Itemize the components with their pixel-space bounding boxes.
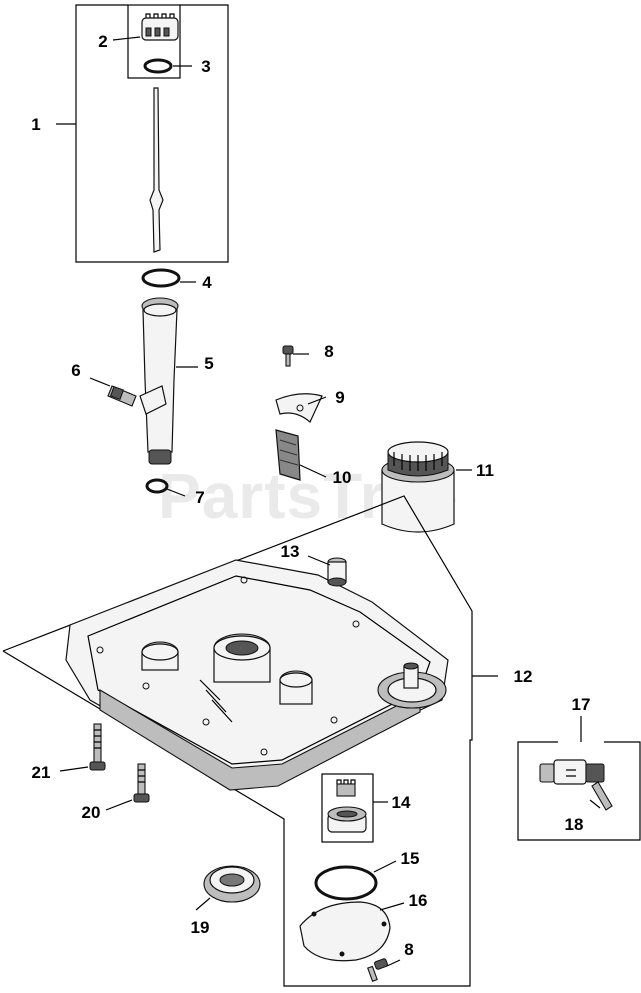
oil-sentry-group-frame xyxy=(517,716,641,841)
callout-8-bottom: 8 xyxy=(404,940,413,959)
oil-pan-group-frame xyxy=(2,495,498,987)
callout-3: 3 xyxy=(201,57,210,76)
callout-11: 11 xyxy=(476,461,494,480)
tube-bolt-part xyxy=(89,377,137,407)
callout-8-top: 8 xyxy=(324,342,333,361)
baffle-part xyxy=(275,393,327,423)
callout-18: 18 xyxy=(565,815,584,834)
callout-5: 5 xyxy=(204,354,213,373)
callout-10: 10 xyxy=(333,468,352,487)
dipstick-tube-part xyxy=(139,297,198,465)
callout-17: 17 xyxy=(572,695,591,714)
crank-seal-part xyxy=(195,865,261,911)
pump-cover-part xyxy=(299,901,405,962)
callout-2: 2 xyxy=(98,32,107,51)
oil-pump-group-frame xyxy=(321,773,388,843)
pump-gear-part xyxy=(336,779,356,797)
callout-1: 1 xyxy=(31,115,40,134)
dipstick-blade-part xyxy=(149,87,164,253)
pump-rotor-part xyxy=(327,806,367,833)
tube-o-ring-part xyxy=(145,478,186,497)
o-ring-part xyxy=(143,58,192,74)
callout-21: 21 xyxy=(32,763,51,782)
callout-20: 20 xyxy=(82,803,101,822)
callout-14: 14 xyxy=(392,793,411,812)
oil-screen-part xyxy=(275,429,327,481)
callout-labels: 1 2 3 4 5 6 7 8 9 10 11 12 13 14 15 16 1… xyxy=(31,32,590,959)
drain-plug-part xyxy=(307,555,347,587)
callout-12: 12 xyxy=(514,667,533,686)
oil-pan-part xyxy=(65,559,449,791)
oil-sentry-switch-part xyxy=(539,759,613,811)
callout-6: 6 xyxy=(71,361,80,380)
screw-part-bottom xyxy=(367,958,401,982)
oil-filter-part xyxy=(381,441,472,533)
dipstick-group-frame xyxy=(56,4,229,263)
callout-4: 4 xyxy=(202,273,212,292)
pan-bolt-long-part xyxy=(59,723,106,772)
callout-19: 19 xyxy=(191,918,210,937)
tube-seal-part xyxy=(141,268,196,288)
screw-part-top xyxy=(282,345,309,367)
cover-o-ring-part xyxy=(314,860,397,901)
callout-15: 15 xyxy=(401,849,420,868)
callout-13: 13 xyxy=(281,542,300,561)
callout-16: 16 xyxy=(409,891,428,910)
dipstick-cap-part xyxy=(112,13,179,41)
callout-7: 7 xyxy=(195,488,204,507)
pan-bolt-short-part xyxy=(105,763,150,811)
callout-9: 9 xyxy=(335,388,344,407)
